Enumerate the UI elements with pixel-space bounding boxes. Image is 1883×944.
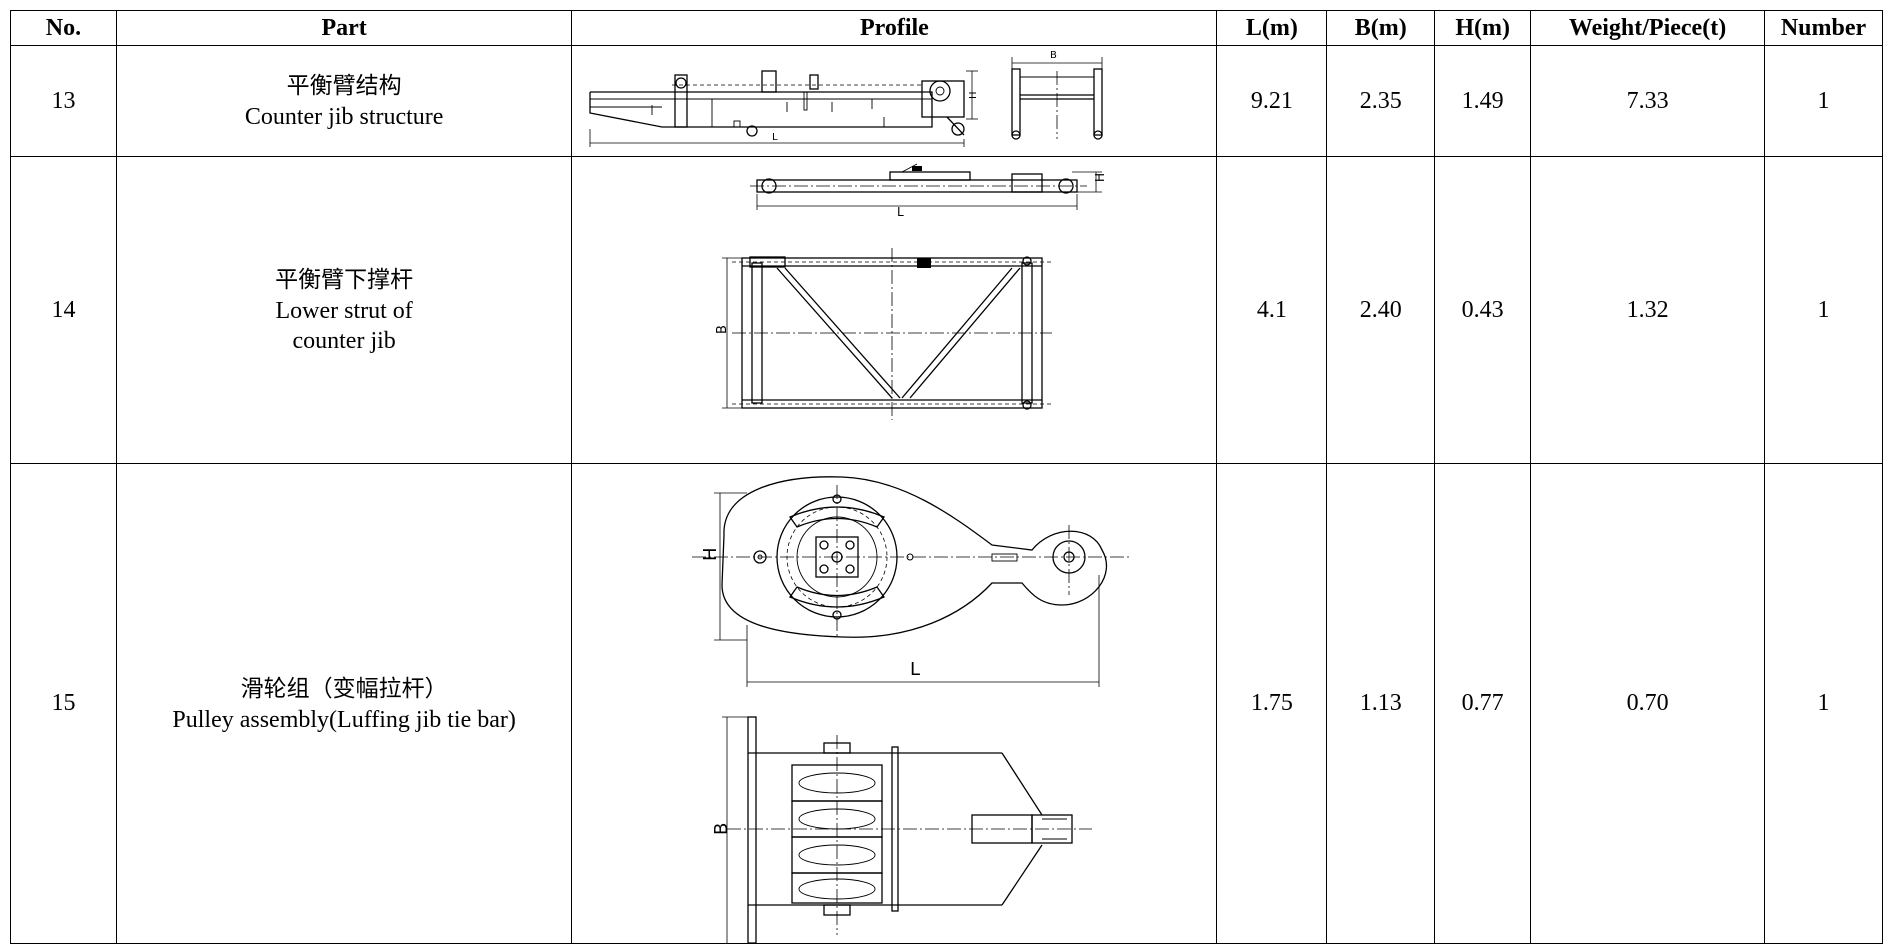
dim-label-height: H xyxy=(700,547,721,561)
part-name: 平衡臂下撑杆 Lower strut of counter jib xyxy=(115,156,573,464)
part-name-en: Lower strut of xyxy=(275,298,413,324)
table-row: 14 平衡臂下撑杆 Lower strut of counter jib xyxy=(10,156,1883,464)
value-height: 1.49 xyxy=(1434,45,1532,157)
part-name-cn: 平衡臂下撑杆 xyxy=(275,267,414,293)
profile-drawing-pulley-assembly: H L xyxy=(571,463,1218,944)
lower-strut-plan-view: B xyxy=(715,247,1053,420)
part-name-en: Counter jib structure xyxy=(244,104,444,130)
value-height: 0.43 xyxy=(1434,156,1532,464)
pulley-plan-view: B xyxy=(711,715,1093,943)
header-height: H(m) xyxy=(1434,10,1532,46)
value-weight: 0.70 xyxy=(1530,463,1765,944)
part-name: 平衡臂结构 Counter jib structure xyxy=(115,45,573,157)
part-name: 滑轮组（变幅拉杆） Pulley assembly(Luffing jib ti… xyxy=(115,463,573,944)
header-number: Number xyxy=(1764,10,1883,46)
value-width: 2.35 xyxy=(1326,45,1436,157)
counter-jib-drawing: L H B xyxy=(589,50,1104,147)
header-no: No. xyxy=(10,10,117,46)
profile-drawing-lower-strut: L H xyxy=(571,156,1218,464)
dim-label-length: L xyxy=(897,205,904,219)
parts-table: No. Part Profile L(m) B(m) H(m) Weight/P… xyxy=(10,10,1883,944)
row-number: 15 xyxy=(10,463,117,944)
counter-jib-side-view: L H xyxy=(589,69,979,147)
part-name-cn: 滑轮组（变幅拉杆） xyxy=(240,675,448,702)
value-number: 1 xyxy=(1764,156,1883,464)
header-profile: Profile xyxy=(571,10,1218,46)
pulley-side-view: H L xyxy=(692,475,1133,687)
pulley-assembly-drawing: H L xyxy=(692,475,1133,943)
value-height: 0.77 xyxy=(1434,463,1532,944)
row-number: 13 xyxy=(10,45,117,157)
value-width: 1.13 xyxy=(1326,463,1436,944)
row-number: 14 xyxy=(10,156,117,464)
counter-jib-end-view: B xyxy=(1011,50,1104,140)
part-name-cn: 平衡臂结构 xyxy=(286,73,402,99)
dim-label-width: B xyxy=(1050,50,1057,61)
value-length: 9.21 xyxy=(1216,45,1328,157)
lower-strut-drawing: L H xyxy=(715,163,1107,420)
value-number: 1 xyxy=(1764,463,1883,944)
value-number: 1 xyxy=(1764,45,1883,157)
value-length: 1.75 xyxy=(1216,463,1328,944)
table-row: 15 滑轮组（变幅拉杆） Pulley assembly(Luffing jib… xyxy=(10,463,1883,944)
header-width: B(m) xyxy=(1326,10,1436,46)
part-name-en: counter jib xyxy=(292,328,396,354)
part-name-en: Pulley assembly(Luffing jib tie bar) xyxy=(172,706,516,733)
dim-label-height: H xyxy=(1093,172,1107,181)
dim-label-height: H xyxy=(968,91,979,99)
dim-label-length: L xyxy=(910,659,920,680)
dim-label-width: B xyxy=(715,325,730,334)
value-length: 4.1 xyxy=(1216,156,1328,464)
dim-label-width: B xyxy=(711,822,732,834)
table-row: 13 平衡臂结构 Counter jib structure xyxy=(10,45,1883,157)
value-width: 2.40 xyxy=(1326,156,1436,464)
lower-strut-side-view: L H xyxy=(750,163,1107,219)
header-weight: Weight/Piece(t) xyxy=(1530,10,1765,46)
value-weight: 7.33 xyxy=(1530,45,1765,157)
header-row: No. Part Profile L(m) B(m) H(m) Weight/P… xyxy=(10,10,1883,46)
dim-label-length: L xyxy=(772,132,778,143)
header-part: Part xyxy=(115,10,573,46)
value-weight: 1.32 xyxy=(1530,156,1765,464)
profile-drawing-counter-jib: L H B xyxy=(571,45,1218,157)
header-length: L(m) xyxy=(1216,10,1328,46)
